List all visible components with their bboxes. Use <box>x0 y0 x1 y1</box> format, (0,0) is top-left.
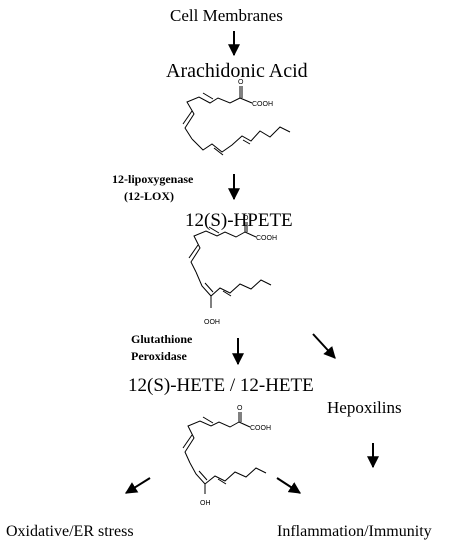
hete-oh: OH <box>200 500 211 507</box>
label-glutathione: Glutathione <box>131 332 193 346</box>
label-12-lox: (12-LOX) <box>124 189 174 203</box>
label-hepoxilins: Hepoxilins <box>327 398 402 417</box>
hete-carbonyl-o: O <box>237 405 243 412</box>
arrow-hete-to-inflammation <box>276 477 302 494</box>
arachidonic-acid-structure <box>182 86 291 156</box>
label-12s-hpete: 12(S)-HPETE <box>185 210 293 231</box>
hpete-ooh: OOH <box>204 319 220 326</box>
hpete-cooh: COOH <box>256 235 277 242</box>
label-12-lipoxygenase: 12-lipoxygenase <box>112 172 194 186</box>
label-arachidonic-acid: Arachidonic Acid <box>166 60 308 82</box>
arrow-hpete-to-hepoxilins <box>312 333 336 359</box>
label-cell-membranes: Cell Membranes <box>170 6 283 25</box>
hpete-carbonyl-o: O <box>243 215 249 222</box>
aa-cooh: COOH <box>252 101 273 108</box>
label-12s-hete: 12(S)-HETE / 12-HETE <box>128 375 314 396</box>
label-inflammation-immunity: Inflammation/Immunity <box>277 523 432 540</box>
hete-cooh: COOH <box>250 425 271 432</box>
aa-carbonyl-o: O <box>238 79 244 86</box>
label-peroxidase: Peroxidase <box>131 349 187 363</box>
label-oxidative-er-stress: Oxidative/ER stress <box>6 523 134 540</box>
hpete-structure <box>188 222 272 308</box>
arrow-hete-to-oxidative <box>124 477 151 494</box>
hete-structure <box>182 412 267 494</box>
